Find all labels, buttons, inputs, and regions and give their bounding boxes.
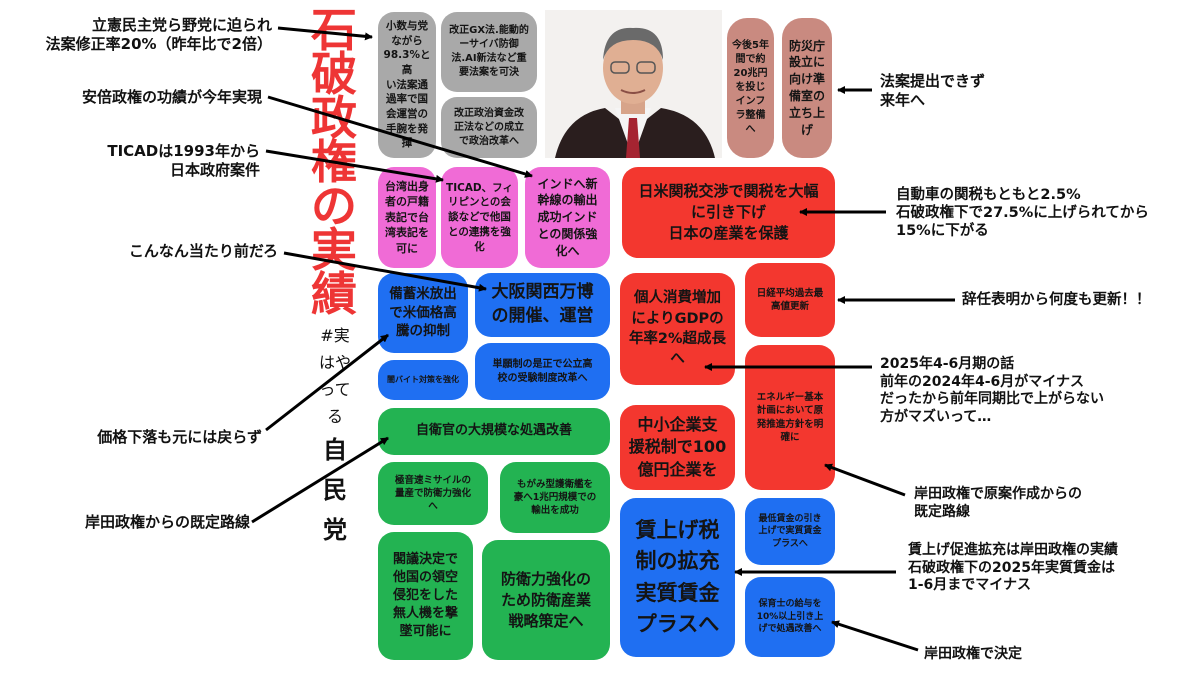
note-kishida-decided: 岸田政権で決定 (924, 646, 1022, 662)
achievement-political-reform: 改正政治資金改 正法などの成立 で政治改革へ (441, 97, 537, 158)
poster-subtitle: #実はやってる 自民党 (318, 322, 352, 550)
party-name: 自民党 (323, 436, 347, 544)
achievement-energy: エネルギー基本 計画において原 発推進方針を明 確に (745, 345, 835, 490)
arrow-kishida-path (251, 436, 389, 524)
achievement-laws: 改正GX法.能動的 ーサイバ防御 法.AI新法など重 要法案を可決 (441, 12, 537, 92)
portrait-illustration (545, 10, 722, 158)
arrow-kishida-decided (831, 620, 919, 652)
achievement-dark-jobs: 闇バイト対策を強化 (378, 360, 468, 400)
note-rice-price: 価格下落も元には戻らず (97, 428, 262, 446)
note-nikkei-updated: 辞任表明から何度も更新！！ (962, 292, 1151, 308)
achievement-defense-industry: 防衛力強化の ため防衛産業 戦略策定へ (482, 540, 610, 660)
achievement-min-wage: 最低賃金の引き 上げで実質賃金 プラスへ (745, 498, 835, 565)
achievement-sdf: 自衛官の大規模な処遇改善 (378, 408, 610, 455)
arrow-rice-price (265, 333, 389, 432)
arrow-opposition (277, 26, 373, 41)
poster-title: 石破政権の実績 (311, 3, 357, 321)
achievement-childcare: 保育士の給与を 10%以上引き上 げで処遇改善へ (745, 577, 835, 657)
arrow-kishida-draft (824, 463, 906, 497)
achievement-sme: 中小企業支 援税制で100 億円企業を (620, 405, 735, 490)
achievement-expo: 大阪関西万博 の開催、運営 (475, 273, 610, 337)
arrow-obvious (283, 251, 487, 292)
achievement-ticad: TICAD、フィ リピンとの会 談などで他国 との連携を強 化 (441, 167, 518, 268)
politician-photo (545, 10, 722, 158)
note-not-submitted: 法案提出できず 来年へ (880, 72, 986, 109)
note-ticad: TICADは1993年から 日本政府案件 (107, 142, 260, 179)
achievement-missile: 極音速ミサイルの 量産で防衛力強化 へ (378, 462, 488, 525)
achievement-mogami: もがみ型護衛艦を 豪へ1兆円規模での 輸出を成功 (500, 462, 610, 533)
achievement-gdp: 個人消費増加 によりGDPの 年率2%超成長 へ (620, 273, 735, 385)
note-wage: 賃上げ促進拡充は岸田政権の実績 石破政権下の2025年実質賃金は 1-6月までマ… (908, 542, 1118, 593)
note-opposition: 立憲民主党ら野党に迫られ 法案修正率20%（昨年比で2倍） (45, 16, 272, 53)
note-abe: 安倍政権の功績が今年実現 (81, 88, 262, 106)
hashtag: #実はやってる (318, 326, 351, 426)
achievement-infrastructure: 今後5年 間で約 20兆円 を投じ インフ ラ整備 へ (727, 18, 774, 158)
note-gdp: 2025年4-6月期の話 前年の2024年4-6月がマイナス だったから前年同期… (880, 356, 1104, 425)
arrow-abe (267, 95, 533, 178)
achievement-rice: 備蓄米放出 で米価格高 騰の抑制 (378, 273, 468, 353)
note-kishida-path: 岸田政権からの既定路線 (84, 513, 250, 531)
achievement-drone: 閣議決定で 他国の領空 侵犯をした 無人機を撃 墜可能に (378, 532, 473, 660)
note-car-tariff: 自動車の関税もともと2.5% 石破政権下で27.5%に上げられてから 15%に下… (896, 187, 1149, 240)
achievement-wage-tax: 賃上げ税 制の拡充 実質賃金 プラスへ (620, 498, 735, 657)
achievement-disaster-agency: 防災庁 設立に 向け準 備室の 立ち上 げ (782, 18, 832, 158)
arrow-ticad (265, 149, 444, 183)
achievement-nikkei: 日経平均過去最 高値更新 (745, 263, 835, 337)
note-obvious: こんなん当たり前だろ (128, 242, 278, 260)
achievement-school: 単願制の是正で公立高 校の受験制度改革へ (475, 343, 610, 400)
achievement-india: インドへ新 幹線の輸出 成功インド との関係強 化へ (525, 167, 610, 268)
achievement-taiwan: 台湾出身 者の戸籍 表記で台 湾表記を 可に (378, 167, 436, 268)
note-kishida-draft: 岸田政権で原案作成からの 既定路線 (914, 486, 1082, 520)
